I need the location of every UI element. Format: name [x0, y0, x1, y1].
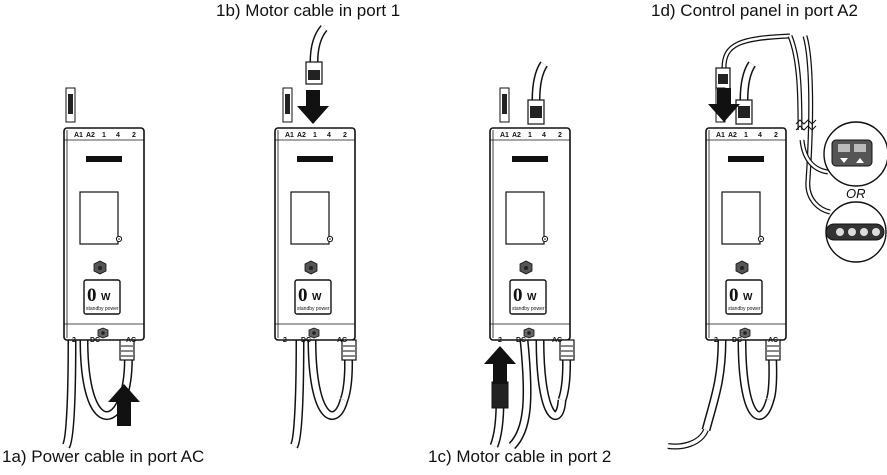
caption-step-1b: 1b) Motor cable in port 1 [216, 1, 401, 20]
standby-power-text: standby power [728, 306, 761, 312]
top-port-label: 4 [116, 132, 120, 139]
top-port-label: A1 [285, 132, 294, 139]
unit-step-1b [274, 25, 357, 449]
control-panel-handset-option [823, 121, 887, 187]
standby-zero-text: 0 [513, 285, 523, 306]
top-port-label: A2 [512, 132, 521, 139]
top-port-label: 2 [343, 132, 347, 139]
caption-step-1d: 1d) Control panel in port A2 [651, 1, 858, 20]
standby-zero-text: 0 [298, 285, 308, 306]
top-port-label: 4 [758, 132, 762, 139]
top-port-label: 1 [744, 132, 748, 139]
bottom-port-label: AC [552, 337, 562, 344]
bottom-port-label: DC [516, 337, 526, 344]
top-port-label: 4 [542, 132, 546, 139]
top-port-label: 4 [327, 132, 331, 139]
top-port-label: A2 [297, 132, 306, 139]
bottom-port-label: AC [768, 337, 778, 344]
top-port-label: A1 [716, 132, 725, 139]
bottom-port-label: DC [732, 337, 742, 344]
top-port-label: 2 [558, 132, 562, 139]
bottom-port-label: AC [126, 337, 136, 344]
caption-step-1a: 1a) Power cable in port AC [2, 447, 205, 466]
bottom-port-label: AC [337, 337, 347, 344]
top-port-label: 2 [132, 132, 136, 139]
bottom-port-label: 2 [714, 337, 718, 344]
top-port-label: A1 [500, 132, 509, 139]
standby-power-text: standby power [297, 306, 330, 312]
top-port-label: 2 [774, 132, 778, 139]
standby-watt-text: W [101, 292, 111, 303]
or-label: OR [846, 186, 866, 201]
top-port-label: A2 [728, 132, 737, 139]
standby-power-text: standby power [512, 306, 545, 312]
unit-step-1c [484, 61, 575, 450]
top-port-label: A1 [74, 132, 83, 139]
control-panel-button-strip-option [825, 201, 887, 263]
bottom-port-label: DC [301, 337, 311, 344]
standby-zero-text: 0 [729, 285, 739, 306]
standby-watt-text: W [312, 292, 322, 303]
bottom-port-label: 2 [498, 337, 502, 344]
unit-step-1a [61, 87, 145, 449]
top-port-label: 1 [528, 132, 532, 139]
top-port-label: 1 [313, 132, 317, 139]
top-port-label: 1 [102, 132, 106, 139]
standby-zero-text: 0 [87, 285, 97, 306]
bottom-port-label: 2 [283, 337, 287, 344]
caption-step-1c: 1c) Motor cable in port 2 [428, 447, 612, 466]
bottom-port-label: 2 [72, 337, 76, 344]
standby-watt-text: W [743, 292, 753, 303]
unit-step-1d: OR [667, 33, 887, 450]
top-port-label: A2 [86, 132, 95, 139]
standby-watt-text: W [527, 292, 537, 303]
bottom-port-label: DC [90, 337, 100, 344]
standby-power-text: standby power [86, 306, 119, 312]
